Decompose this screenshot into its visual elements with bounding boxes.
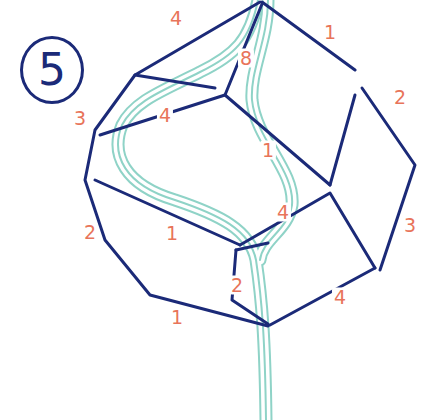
edge-length: 1 <box>260 141 276 160</box>
edge-length: 1 <box>164 224 180 243</box>
edge-length: 4 <box>332 288 348 307</box>
edge-length: 1 <box>322 23 338 42</box>
edge-length: 4 <box>157 106 173 125</box>
edge-length: 4 <box>275 203 291 222</box>
circled-number: 5 <box>20 36 84 104</box>
edge-length: 4 <box>168 9 184 28</box>
edge-length: 2 <box>229 276 245 295</box>
edge-length: 8 <box>238 49 254 68</box>
edge-length: 3 <box>402 216 418 235</box>
edge-length: 2 <box>392 88 408 107</box>
edge-length: 1 <box>169 308 185 327</box>
edge-length: 3 <box>72 109 88 128</box>
edge-length: 2 <box>82 223 98 242</box>
step-number: 5 <box>38 48 66 92</box>
